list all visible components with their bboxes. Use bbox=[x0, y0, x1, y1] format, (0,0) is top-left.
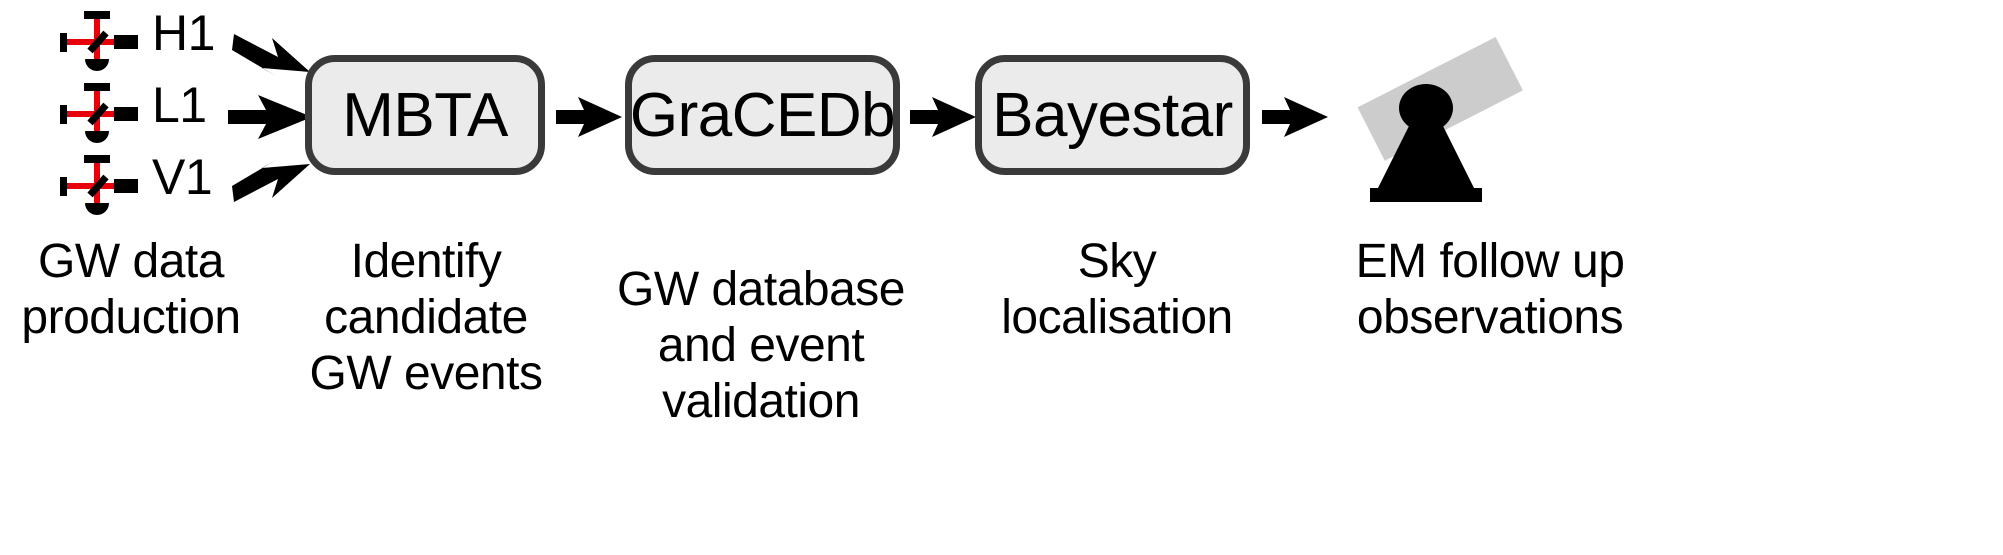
telescope-icon bbox=[1348, 28, 1528, 206]
arrow-up-right-icon bbox=[232, 152, 312, 208]
arrow-right-icon bbox=[228, 95, 312, 139]
arrow-down-right-icon bbox=[232, 28, 312, 84]
detector-l1: L1 bbox=[0, 77, 230, 150]
arrow-right-icon bbox=[556, 97, 622, 137]
process-box-label: GraCEDb bbox=[629, 80, 896, 150]
process-box-bayestar[interactable]: Bayestar bbox=[975, 55, 1250, 175]
caption-em-follow-up-observations: EM follow up observations bbox=[1355, 235, 1625, 344]
process-box-gracedb[interactable]: GraCEDb bbox=[625, 55, 900, 175]
arrow-right-icon bbox=[910, 97, 976, 137]
caption-gw-database-and-event-validation: GW database and event validation bbox=[617, 263, 905, 428]
arrow-right-icon bbox=[1262, 97, 1328, 137]
interferometer-icon bbox=[52, 80, 170, 148]
detector-v1: V1 bbox=[0, 149, 230, 222]
caption-gw-data-production: GW data production bbox=[21, 235, 241, 344]
caption-identify-candidate-gw-events: Identify candidate GW events bbox=[309, 235, 543, 400]
detector-label: V1 bbox=[152, 149, 213, 205]
detector-label: L1 bbox=[152, 77, 207, 133]
detector-h1: H1 bbox=[0, 5, 230, 78]
process-box-label: MBTA bbox=[342, 80, 508, 150]
detector-label: H1 bbox=[152, 5, 215, 61]
process-box-mbta[interactable]: MBTA bbox=[305, 55, 545, 175]
interferometer-icon bbox=[52, 8, 170, 76]
process-box-label: Bayestar bbox=[992, 80, 1233, 150]
caption-sky-localisation: Sky localisation bbox=[1001, 235, 1233, 344]
interferometer-icon bbox=[52, 152, 170, 220]
